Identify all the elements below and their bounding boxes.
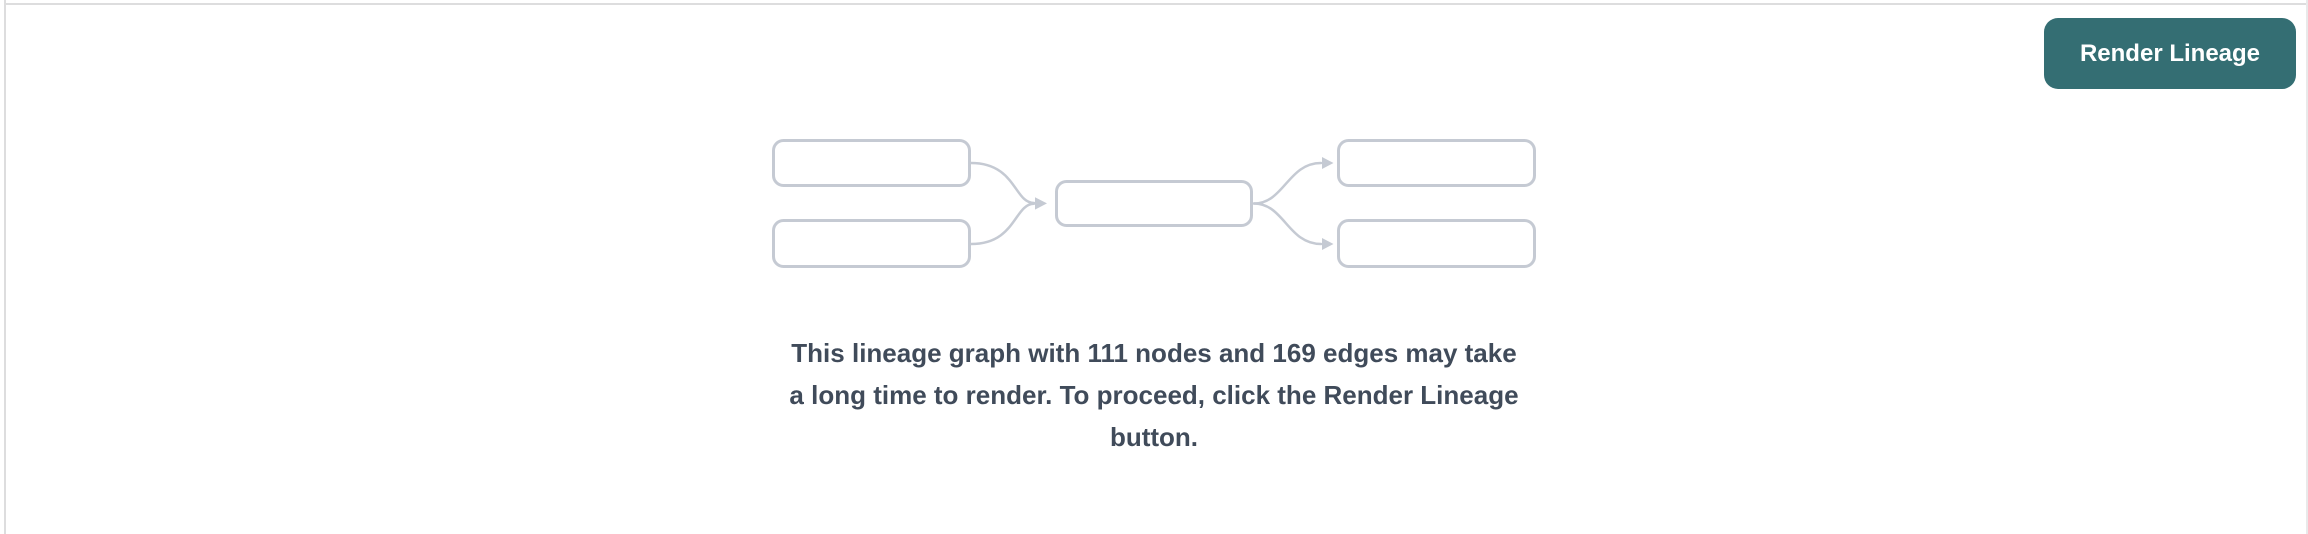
arrowhead-icon [1035, 197, 1047, 210]
render-warning-line: a long time to render. To proceed, click… [789, 380, 1519, 410]
node-box [772, 219, 971, 268]
pane-top-divider [6, 3, 2308, 5]
render-warning-line: This lineage graph with 111 nodes and 16… [791, 338, 1517, 368]
arrowhead-icon [1322, 238, 1334, 250]
lineage-graph-illustration [772, 139, 1536, 268]
render-lineage-button[interactable]: Render Lineage [2044, 18, 2296, 89]
edge-connector [969, 161, 1036, 205]
render-warning-message: This lineage graph with 111 nodes and 16… [789, 332, 1518, 458]
node-box [1337, 219, 1536, 268]
edge-connector [1252, 161, 1323, 205]
pane-left-divider [4, 0, 6, 534]
edge-connector [969, 202, 1036, 246]
node-box [1337, 139, 1536, 187]
edge-connector [1252, 202, 1323, 246]
lineage-placeholder-content: This lineage graph with 111 nodes and 16… [772, 139, 1536, 458]
node-box [1055, 180, 1253, 227]
arrowhead-icon [1322, 157, 1334, 169]
node-box [772, 139, 971, 187]
render-warning-line: button. [1109, 422, 1199, 452]
pane-right-divider [2306, 0, 2308, 534]
